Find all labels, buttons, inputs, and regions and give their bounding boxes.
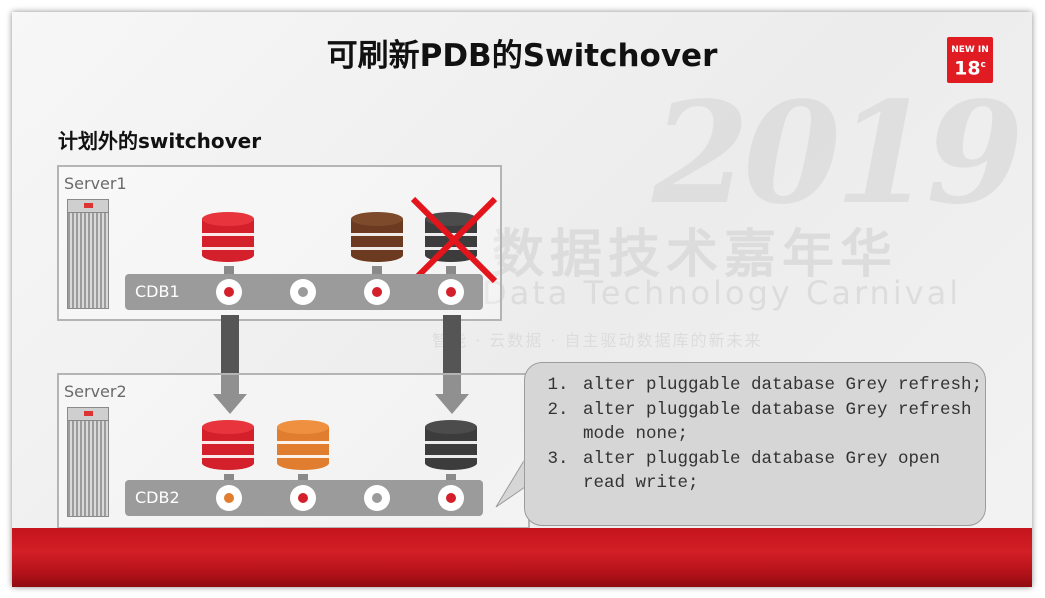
database-grey-icon bbox=[425, 420, 477, 476]
watermark-en: Data Technology Carnival bbox=[482, 274, 962, 312]
failure-cross-icon bbox=[410, 196, 498, 284]
database-red-icon bbox=[202, 212, 254, 268]
pdb-slot-active bbox=[438, 279, 464, 305]
watermark-sub: 智能 · 云数据 · 自主驱动数据库的新未来 bbox=[432, 331, 763, 350]
cdb1-bar: CDB1 bbox=[125, 274, 483, 310]
pdb-slot-active bbox=[364, 279, 390, 305]
arrow-down-shaft bbox=[221, 315, 239, 395]
command-callout: alter pluggable database Grey refresh; a… bbox=[524, 362, 986, 526]
cdb2-label: CDB2 bbox=[135, 488, 180, 507]
watermark-cn: 数据技术嘉年华 bbox=[492, 225, 899, 285]
page-title: 可刷新PDB的Switchover bbox=[326, 38, 718, 74]
db-connector bbox=[446, 266, 456, 274]
server2-label: Server2 bbox=[64, 382, 127, 401]
badge-line2: 18c bbox=[947, 55, 993, 78]
section-subtitle: 计划外的switchover bbox=[58, 129, 262, 153]
db-connector bbox=[298, 474, 308, 482]
new-in-18c-badge: NEW IN 18c bbox=[947, 37, 993, 83]
server1-label: Server1 bbox=[64, 174, 127, 193]
badge-line1: NEW IN bbox=[951, 45, 989, 55]
pdb-slot-empty bbox=[290, 279, 316, 305]
badge-suffix: c bbox=[980, 60, 986, 70]
db-connector bbox=[372, 266, 382, 274]
arrow-down-icon bbox=[213, 394, 247, 414]
watermark-year: 2019 bbox=[652, 72, 1024, 236]
arrow-down-shaft bbox=[443, 315, 461, 395]
database-orange-icon bbox=[277, 420, 329, 476]
pdb-slot-empty bbox=[364, 485, 390, 511]
db-connector bbox=[224, 474, 234, 482]
command-item: alter pluggable database Grey refresh mo… bbox=[579, 398, 985, 446]
pdb-slot-active bbox=[290, 485, 316, 511]
command-list: alter pluggable database Grey refresh; a… bbox=[525, 373, 985, 496]
db-connector bbox=[446, 474, 456, 482]
db-connector bbox=[224, 266, 234, 274]
database-red-icon bbox=[202, 420, 254, 476]
slide: 2019 数据技术嘉年华 Data Technology Carnival 智能… bbox=[12, 12, 1032, 587]
cdb1-label: CDB1 bbox=[135, 282, 180, 301]
cdb2-bar: CDB2 bbox=[125, 480, 483, 516]
pdb-slot-refreshing bbox=[216, 485, 242, 511]
server-rack-icon bbox=[67, 199, 109, 309]
command-item: alter pluggable database Grey refresh; bbox=[579, 373, 985, 397]
server-rack-icon bbox=[67, 407, 109, 517]
pdb-slot-active bbox=[216, 279, 242, 305]
command-item: alter pluggable database Grey open read … bbox=[579, 447, 985, 495]
badge-version: 18 bbox=[954, 57, 981, 80]
arrow-down-icon bbox=[435, 394, 469, 414]
database-brown-icon bbox=[351, 212, 403, 268]
pdb-slot-active bbox=[438, 485, 464, 511]
footer-band bbox=[12, 528, 1032, 587]
